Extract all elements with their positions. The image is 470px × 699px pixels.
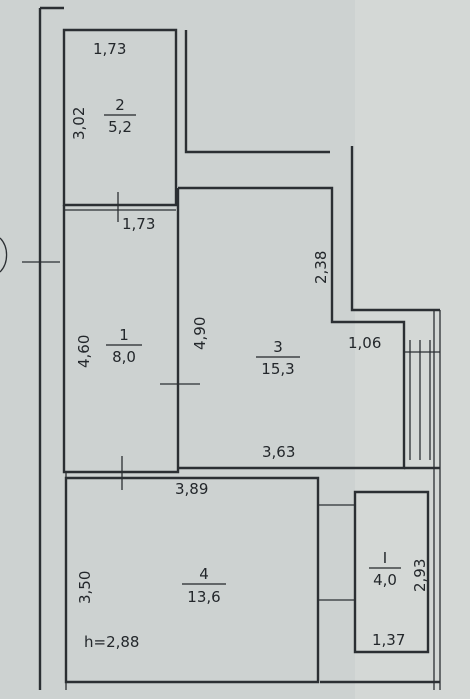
room-I-walls bbox=[353, 490, 430, 654]
door-arc bbox=[0, 237, 8, 273]
room-3-number: 3 bbox=[273, 338, 283, 356]
room-1-number: 1 bbox=[119, 326, 129, 344]
outer-right-wall bbox=[350, 146, 440, 312]
room-I-number: I bbox=[383, 549, 387, 567]
room-2-walls bbox=[62, 28, 178, 207]
room-1-height: 4,60 bbox=[75, 335, 93, 368]
room-2-number: 2 bbox=[115, 96, 125, 114]
room-1-partition-length: 4,90 bbox=[191, 317, 209, 350]
room-2-bottom-width: 1,73 bbox=[122, 215, 155, 233]
ceiling-height: h=2,88 bbox=[84, 633, 139, 651]
room-3-side-length: 2,38 bbox=[312, 251, 330, 284]
room-3-notch-width: 1,06 bbox=[348, 334, 381, 352]
room-I-area: 4,0 bbox=[373, 571, 397, 589]
paper-shade bbox=[355, 0, 470, 699]
room-3-area: 15,3 bbox=[261, 360, 294, 378]
room-3-bottom-width: 3,63 bbox=[262, 443, 295, 461]
room-I-height: 2,93 bbox=[411, 559, 429, 592]
room-4-top-width: 3,89 bbox=[175, 480, 208, 498]
room-1-area: 8,0 bbox=[112, 348, 136, 366]
room-3-walls bbox=[178, 186, 406, 470]
room-2-height: 3,02 bbox=[70, 107, 88, 140]
upper-partition-wall bbox=[184, 30, 330, 154]
room-1-walls bbox=[62, 188, 180, 474]
room-4-height: 3,50 bbox=[76, 571, 94, 604]
room-I-width: 1,37 bbox=[372, 631, 405, 649]
room-4-number: 4 bbox=[199, 565, 209, 583]
room-2-area: 5,2 bbox=[108, 118, 132, 136]
room-2-top-width: 1,73 bbox=[93, 40, 126, 58]
room-4-area: 13,6 bbox=[187, 588, 220, 606]
